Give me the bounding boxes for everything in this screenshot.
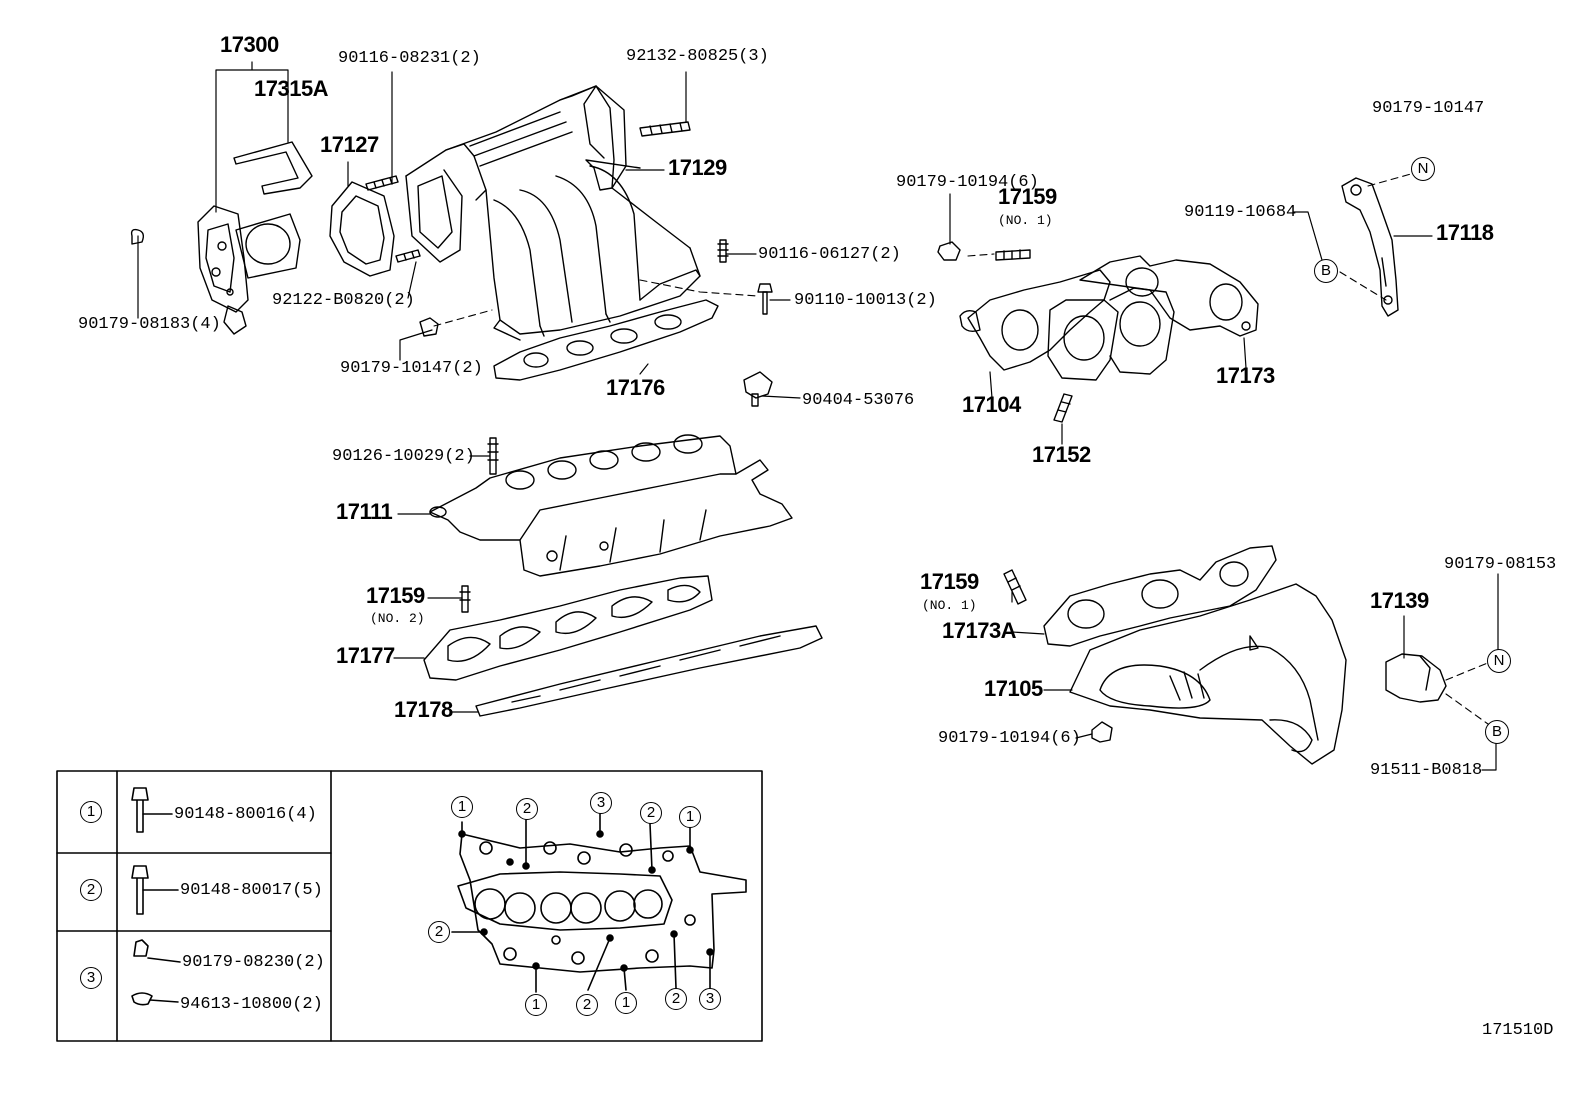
nut-90179-10147-2 <box>420 318 438 336</box>
throttle-body-17300 <box>198 206 300 334</box>
legend-part-90148-80017: 90148-80017(5) <box>180 881 323 900</box>
callout-90116-08231: 90116-08231(2) <box>338 49 481 68</box>
stud-90126-10029 <box>488 438 498 474</box>
exhaust-manifold-17104 <box>960 270 1174 380</box>
callout-92122-B0820: 92122-B0820(2) <box>272 291 415 310</box>
leader-lines <box>138 62 1498 770</box>
callout-17300: 17300 <box>220 32 279 57</box>
callout-17159-no2: 17159 <box>366 583 425 608</box>
diagram-code: 171510D <box>1482 1021 1554 1040</box>
stud-17159-low <box>1004 570 1026 604</box>
callout-90179-10194-low: 90179-10194(6) <box>938 729 1081 748</box>
legend-part-90179-08230: 90179-08230(2) <box>182 953 325 972</box>
map-top-2a: 2 <box>516 798 538 820</box>
callout-90179-10147: 90179-10147 <box>1372 99 1485 118</box>
callout-90179-08183: 90179-08183(4) <box>78 315 221 334</box>
callout-17159-top-sub: (NO. 1) <box>998 213 1053 228</box>
exhaust-gasket-17173A <box>1044 546 1276 646</box>
callout-91511-B0818: 91511-B0818 <box>1370 761 1483 780</box>
legend-key-1: 1 <box>80 801 102 823</box>
exhaust-gasket-17173 <box>1080 256 1258 336</box>
map-top-1a: 1 <box>451 796 473 818</box>
map-bottom-1b: 1 <box>615 992 637 1014</box>
callout-17159-low: 17159 <box>920 569 979 594</box>
callout-17173A: 17173A <box>942 618 1017 643</box>
callout-17176: 17176 <box>606 375 665 400</box>
map-top-2b: 2 <box>640 802 662 824</box>
callout-17177: 17177 <box>336 643 395 668</box>
callout-17178: 17178 <box>394 697 453 722</box>
callout-17152: 17152 <box>1032 442 1091 467</box>
map-bottom-3: 3 <box>699 988 721 1010</box>
callout-90119-10684: 90119-10684 <box>1184 203 1297 222</box>
gasket-17176 <box>494 300 718 380</box>
callout-90179-08153: 90179-08153 <box>1444 555 1557 574</box>
callout-90404-53076: 90404-53076 <box>802 391 915 410</box>
callout-17159-no2-sub: (NO. 2) <box>370 611 425 626</box>
callout-90116-06127: 90116-06127(2) <box>758 245 901 264</box>
map-left-2: 2 <box>428 921 450 943</box>
gasket-17127 <box>330 182 394 276</box>
bracket-17118 <box>1342 178 1398 316</box>
legend-key-3: 3 <box>80 967 102 989</box>
callout-17111: 17111 <box>336 499 393 524</box>
map-top-1b: 1 <box>679 806 701 828</box>
marker-n-top: N <box>1411 157 1435 181</box>
exhaust-manifold-17105 <box>1070 584 1346 764</box>
callout-17173: 17173 <box>1216 363 1275 388</box>
callout-17104: 17104 <box>962 392 1021 417</box>
throttle-gasket-17315A <box>234 142 312 194</box>
bolt-90110-10013 <box>758 284 772 314</box>
callout-17159-low-sub: (NO. 1) <box>922 598 977 613</box>
legend-part-90148-80016: 90148-80016(4) <box>174 805 317 824</box>
stud-90179-08183 <box>132 230 144 244</box>
stud-17152 <box>1054 394 1072 422</box>
map-bottom-2b: 2 <box>665 988 687 1010</box>
gasket-17177 <box>424 576 712 680</box>
bolt-90116-06127 <box>718 240 728 262</box>
callout-17159-top: 17159 <box>998 184 1057 209</box>
callout-17129: 17129 <box>668 155 727 180</box>
callout-17315A: 17315A <box>254 76 329 101</box>
marker-n-bottom: N <box>1487 649 1511 673</box>
map-top-3: 3 <box>590 792 612 814</box>
callout-90110-10013: 90110-10013(2) <box>794 291 937 310</box>
stud-92132-80825 <box>640 122 690 136</box>
vacuum-valve-90404-53076 <box>744 372 772 406</box>
callout-17127: 17127 <box>320 132 379 157</box>
heat-insulator-17139 <box>1386 654 1446 702</box>
dashed-guides <box>434 172 1490 724</box>
map-bottom-1a: 1 <box>525 994 547 1016</box>
callout-17139: 17139 <box>1370 588 1429 613</box>
callout-92132-80825: 92132-80825(3) <box>626 47 769 66</box>
nut-90179-10194-low <box>1092 722 1112 742</box>
callout-17118: 17118 <box>1436 220 1494 245</box>
legend-key-2: 2 <box>80 879 102 901</box>
stud-92122-B0820 <box>396 250 420 262</box>
gasket-17178 <box>476 626 822 716</box>
stud-17159-no2 <box>460 586 470 612</box>
lower-intake-manifold-17111 <box>430 435 792 576</box>
callout-90179-10147-2: 90179-10147(2) <box>340 359 483 378</box>
stud-90116-08231 <box>366 176 398 190</box>
callout-90126-10029: 90126-10029(2) <box>332 447 475 466</box>
callout-17105: 17105 <box>984 676 1043 701</box>
stud-17159-top <box>996 250 1030 260</box>
legend-table <box>57 771 762 1041</box>
nut-90179-10194-top <box>938 242 960 260</box>
map-bottom-2a: 2 <box>576 994 598 1016</box>
marker-b-top: B <box>1314 259 1338 283</box>
callout-90179-10194-top: 90179-10194(6) <box>896 173 1039 192</box>
marker-b-bottom: B <box>1485 720 1509 744</box>
legend-part-94613-10800: 94613-10800(2) <box>180 995 323 1014</box>
intake-plenum-17129 <box>406 86 700 340</box>
